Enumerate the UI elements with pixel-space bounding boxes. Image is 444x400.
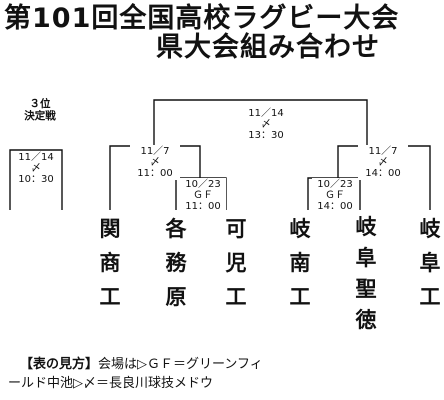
semifinal-right-date: 11／7 [368,146,398,157]
third-place-date: 11／14 [18,152,54,163]
final-match-label: 11／14 〆 13：30 [240,107,292,142]
semifinal-left-date: 11／7 [140,146,170,157]
third-place-heading: ３位 決定戦 [16,98,64,122]
third-place-bracket-line [9,149,63,210]
legend-line-2: ールド中池▷〆＝長良川球技メドウ [8,377,213,390]
title-line-1: 第101回全国高校ラグビー大会 [4,3,400,34]
final-date: 11／14 [248,108,284,119]
team-name: 可 児 工 [225,217,247,309]
title-line-2: 県大会組み合わせ [156,32,380,63]
team-name: 岐 阜 聖 徳 [355,215,377,332]
legend-text-1: 会場は▷ＧＦ＝グリーンフィ [98,357,263,372]
final-venue: 〆 [261,119,271,130]
quarter-right-venue: ＧＦ [325,190,345,201]
third-place-match-label: 11／14 〆 10：30 [12,151,60,186]
team-name: 関 商 工 [99,217,121,309]
quarter-left-date: 10／23 [185,179,221,190]
semifinal-right-time: 14：00 [365,168,401,179]
quarter-right-match-label: 10／23 ＧＦ 14：00 [312,178,358,213]
semifinal-left-venue: 〆 [150,157,160,168]
semifinal-left-match-label: 11／7 〆 11：00 [130,145,180,180]
semifinal-right-match-label: 11／7 〆 14：00 [358,145,408,180]
quarter-left-match-label: 10／23 ＧＦ 11：00 [180,178,226,213]
legend-text-2: ールド中池▷〆＝長良川球技メドウ [8,376,213,391]
third-place-label-1: ３位 [29,98,51,110]
legend-line-1: 【表の見方】会場は▷ＧＦ＝グリーンフィ [20,358,263,371]
quarter-right-date: 10／23 [317,179,353,190]
team-name: 岐 南 工 [289,217,311,309]
final-time: 13：30 [248,130,284,141]
quarter-right-time: 14：00 [317,201,353,212]
team-name: 各 務 原 [165,217,187,309]
quarter-left-venue: ＧＦ [193,190,213,201]
quarter-left-time: 11：00 [185,201,221,212]
final-bracket-line [153,99,368,146]
semifinal-left-time: 11：00 [137,168,173,179]
third-place-time: 10：30 [18,174,54,185]
third-place-venue: 〆 [31,163,41,174]
team-name: 岐 阜 工 [419,217,441,309]
legend-heading: 【表の見方】 [20,357,99,372]
third-place-label-2: 決定戦 [24,110,56,122]
semifinal-right-venue: 〆 [378,157,388,168]
